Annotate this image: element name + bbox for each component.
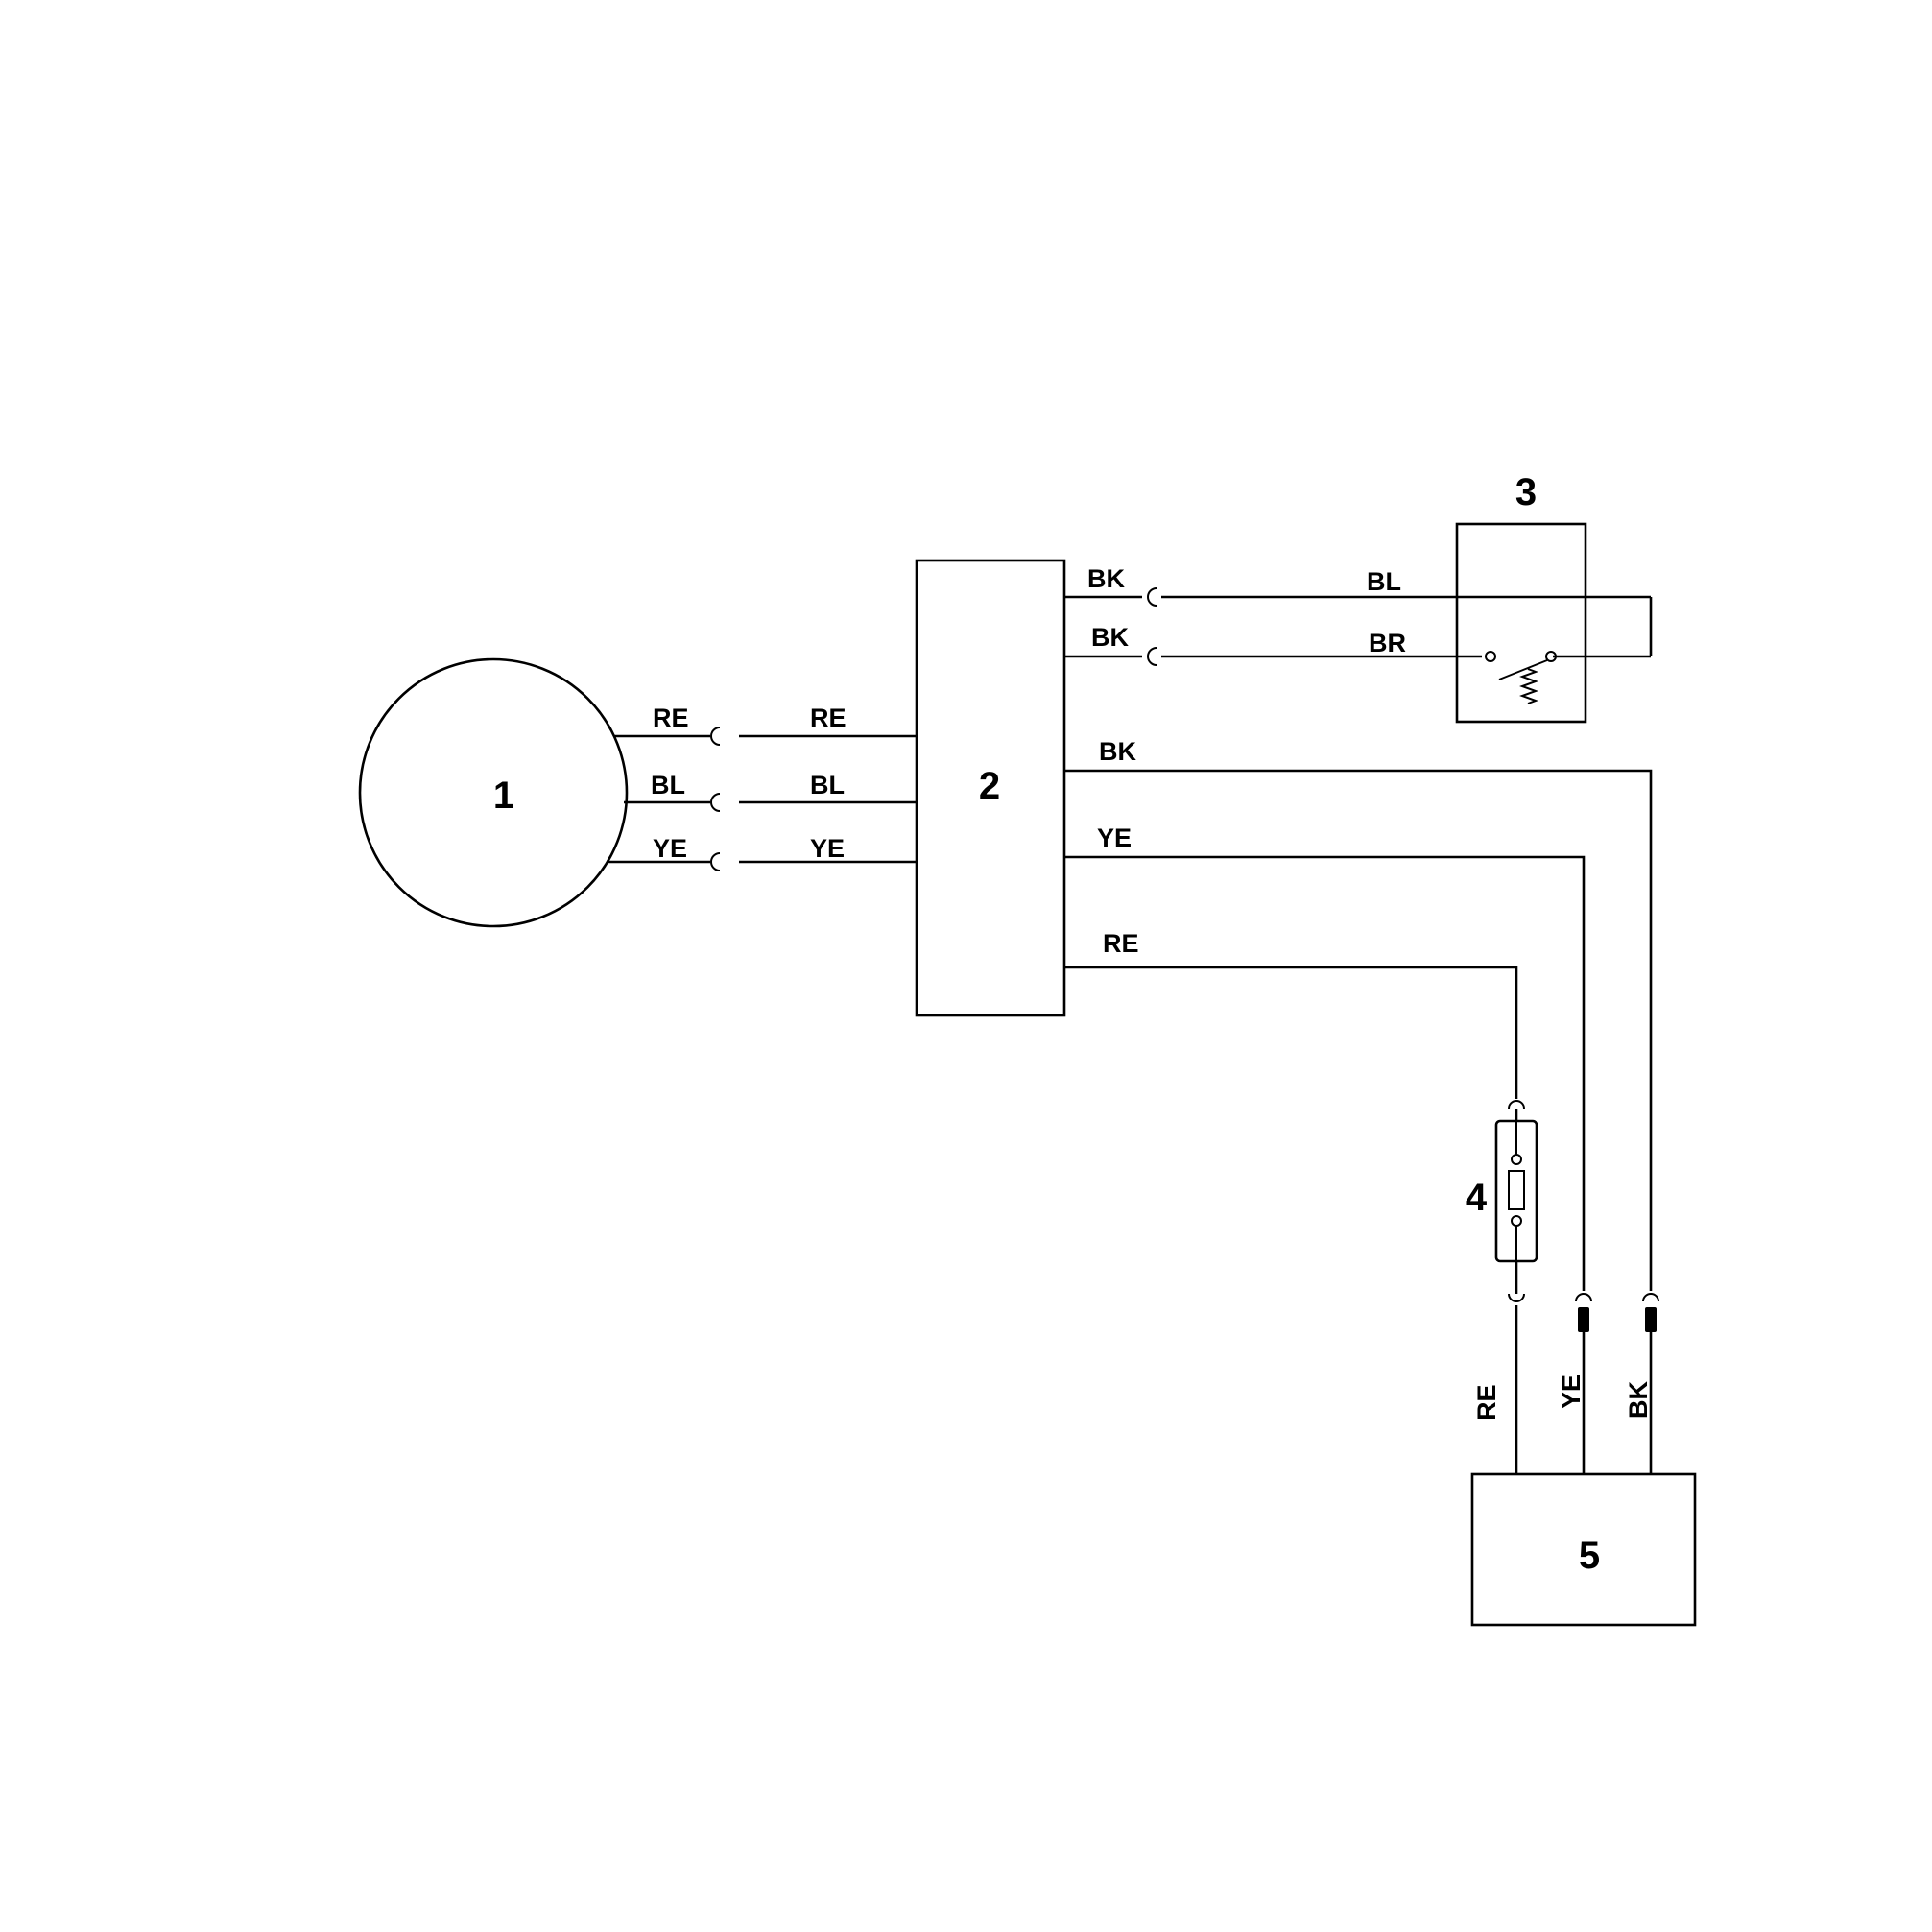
connector-icon <box>1575 1293 1592 1302</box>
wire-label: RE <box>653 704 689 732</box>
wire-label: YE <box>1557 1374 1586 1409</box>
connector-icon <box>710 852 721 871</box>
component-2-number: 2 <box>979 765 1000 807</box>
wire-label: BK <box>1091 623 1129 652</box>
connector-icon <box>1147 587 1157 607</box>
component-1: 1 <box>358 657 629 928</box>
component-3-number: 3 <box>1515 471 1537 513</box>
wire-label: BL <box>810 771 845 799</box>
component-5: 5 <box>1470 1472 1697 1627</box>
connector-icon <box>710 793 721 812</box>
c1-wires: RE BL YE RE BL YE <box>607 704 917 871</box>
wire-label: RE <box>1472 1384 1501 1420</box>
component-4-number: 4 <box>1466 1177 1488 1219</box>
wire-label: BL <box>651 771 685 799</box>
c2-c3-wires: BK BK BL BR <box>1064 564 1653 666</box>
connector-plug-icon <box>1645 1307 1657 1332</box>
c5-wires: RE YE BK <box>1472 1293 1659 1474</box>
wire-label: BK <box>1624 1381 1653 1419</box>
connector-icon <box>1642 1293 1659 1302</box>
component-3: 3 <box>1455 471 1587 724</box>
connector-icon <box>1508 1293 1525 1302</box>
wire-label: BL <box>1367 567 1401 596</box>
wire-label: YE <box>810 834 845 863</box>
component-5-number: 5 <box>1579 1535 1600 1577</box>
switch-icon <box>1485 651 1557 704</box>
wire-label: YE <box>1097 823 1132 852</box>
wire-label: RE <box>1103 929 1139 958</box>
wire-label: BK <box>1087 564 1125 593</box>
connector-icon <box>1147 647 1157 666</box>
component-4: 4 <box>1466 1100 1538 1302</box>
connector-plug-icon <box>1578 1307 1589 1332</box>
c2-c5-wires: BK YE RE <box>1064 737 1653 1291</box>
wire-label: BK <box>1099 737 1136 766</box>
wire-label: RE <box>810 704 847 732</box>
fuse-icon <box>1508 1121 1525 1261</box>
connector-icon <box>710 727 721 746</box>
wire-label: BR <box>1369 629 1406 657</box>
component-2: 2 <box>915 559 1066 1017</box>
component-1-number: 1 <box>493 775 514 817</box>
connector-icon <box>1508 1100 1525 1109</box>
wire-label: YE <box>653 834 687 863</box>
